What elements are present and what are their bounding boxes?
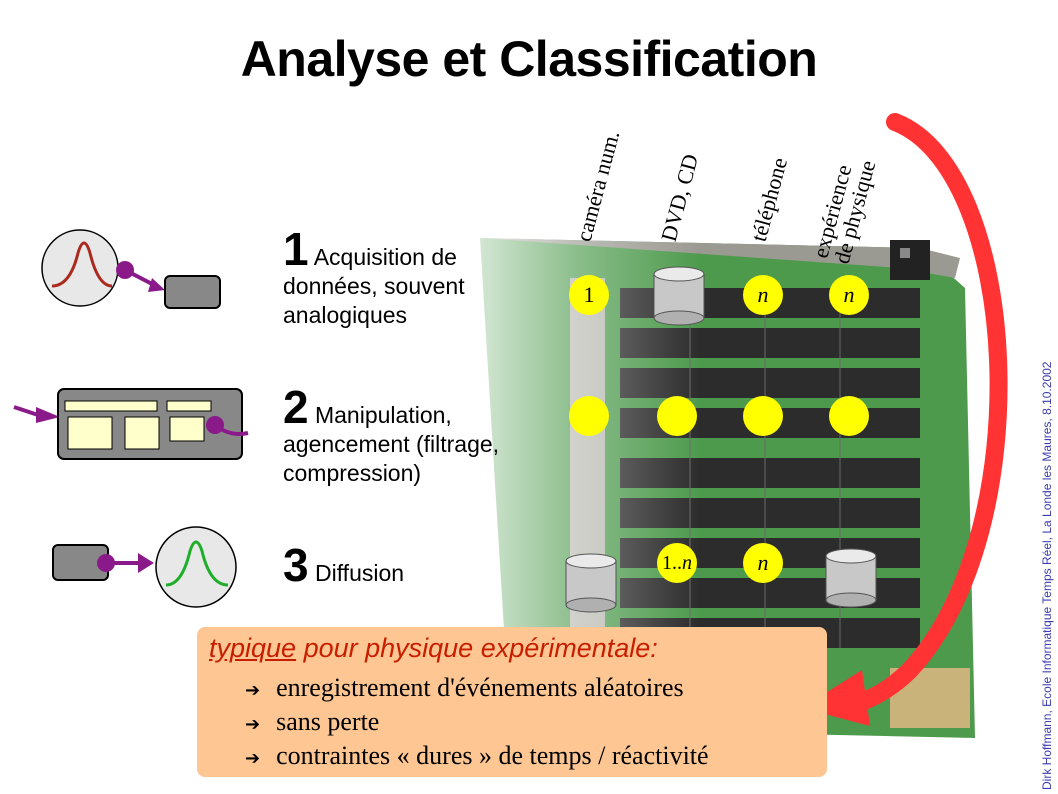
cell-r1-telephone-label: n bbox=[757, 282, 769, 307]
info-item: ➔ sans perte bbox=[245, 707, 379, 737]
cell-r3-dvd: 1..n bbox=[657, 543, 697, 583]
cell-r1-physics: n bbox=[829, 275, 869, 315]
step-2: 2 Manipulation, agencement (filtrage, co… bbox=[283, 384, 499, 488]
step-1-text-a: Acquisition de bbox=[313, 244, 457, 270]
step-2-number: 2 bbox=[283, 381, 309, 433]
step-2-text-b: agencement (filtrage, bbox=[283, 431, 500, 457]
info-item-text: sans perte bbox=[276, 707, 380, 736]
info-heading: typique pour physique expérimentale: bbox=[209, 633, 658, 664]
arrow-right-icon: ➔ bbox=[245, 748, 261, 769]
step-3-number: 3 bbox=[283, 539, 309, 591]
cell-r3-telephone-label: n bbox=[757, 550, 769, 575]
side-credit: Dirk Hoffmann, Ecole Informatique Temps … bbox=[1040, 361, 1054, 790]
page-title: Analyse et Classification bbox=[240, 31, 818, 87]
info-item: ➔ enregistrement d'événements aléatoires bbox=[245, 673, 684, 703]
step-1-text-b: données, souvent bbox=[283, 273, 465, 299]
step-2-text-a: Manipulation, bbox=[314, 402, 452, 428]
acquisition-diagram bbox=[41, 229, 221, 309]
cell-r3-telephone: n bbox=[743, 543, 783, 583]
cell-r1-camera: 1 bbox=[569, 275, 609, 315]
step-2-text-c: compression) bbox=[283, 460, 422, 486]
step-3: 3 Diffusion bbox=[283, 542, 404, 588]
cell-r1-telephone: n bbox=[743, 275, 783, 315]
diffusion-diagram bbox=[52, 526, 237, 608]
cell-r2-telephone bbox=[743, 396, 783, 436]
arrow-right-icon: ➔ bbox=[245, 680, 261, 701]
cylinder-r1-dvd bbox=[653, 266, 705, 326]
cell-r3-dvd-label-b: n bbox=[682, 551, 692, 574]
step-1-text-c: analogiques bbox=[283, 302, 408, 328]
step-3-text-a: Diffusion bbox=[314, 560, 405, 586]
info-heading-rest: pour physique expérimentale: bbox=[296, 633, 658, 663]
physics-info-box: typique pour physique expérimentale: ➔ en… bbox=[197, 627, 827, 777]
cell-r1-camera-label: 1 bbox=[583, 282, 595, 307]
step-1: 1 Acquisition de données, souvent analog… bbox=[283, 226, 465, 330]
info-heading-underlined: typique bbox=[209, 633, 297, 663]
arrow-right-icon: ➔ bbox=[245, 714, 261, 735]
info-item-text: contraintes « dures » de temps / réactiv… bbox=[276, 741, 709, 770]
cell-r2-physics bbox=[829, 396, 869, 436]
info-item: ➔ contraintes « dures » de temps / réacti… bbox=[245, 741, 709, 771]
cell-r2-camera bbox=[569, 396, 609, 436]
manipulation-diagram bbox=[13, 388, 249, 460]
column-header-camera: caméra num. bbox=[570, 127, 625, 244]
cylinder-r3-physics bbox=[825, 548, 877, 608]
step-1-number: 1 bbox=[283, 223, 309, 275]
cylinder-r3-camera bbox=[565, 553, 617, 613]
cell-r3-dvd-label-a: 1.. bbox=[662, 551, 682, 574]
cell-r2-dvd bbox=[657, 396, 697, 436]
cell-r1-physics-label: n bbox=[843, 282, 855, 307]
info-item-text: enregistrement d'événements aléatoires bbox=[276, 673, 684, 702]
